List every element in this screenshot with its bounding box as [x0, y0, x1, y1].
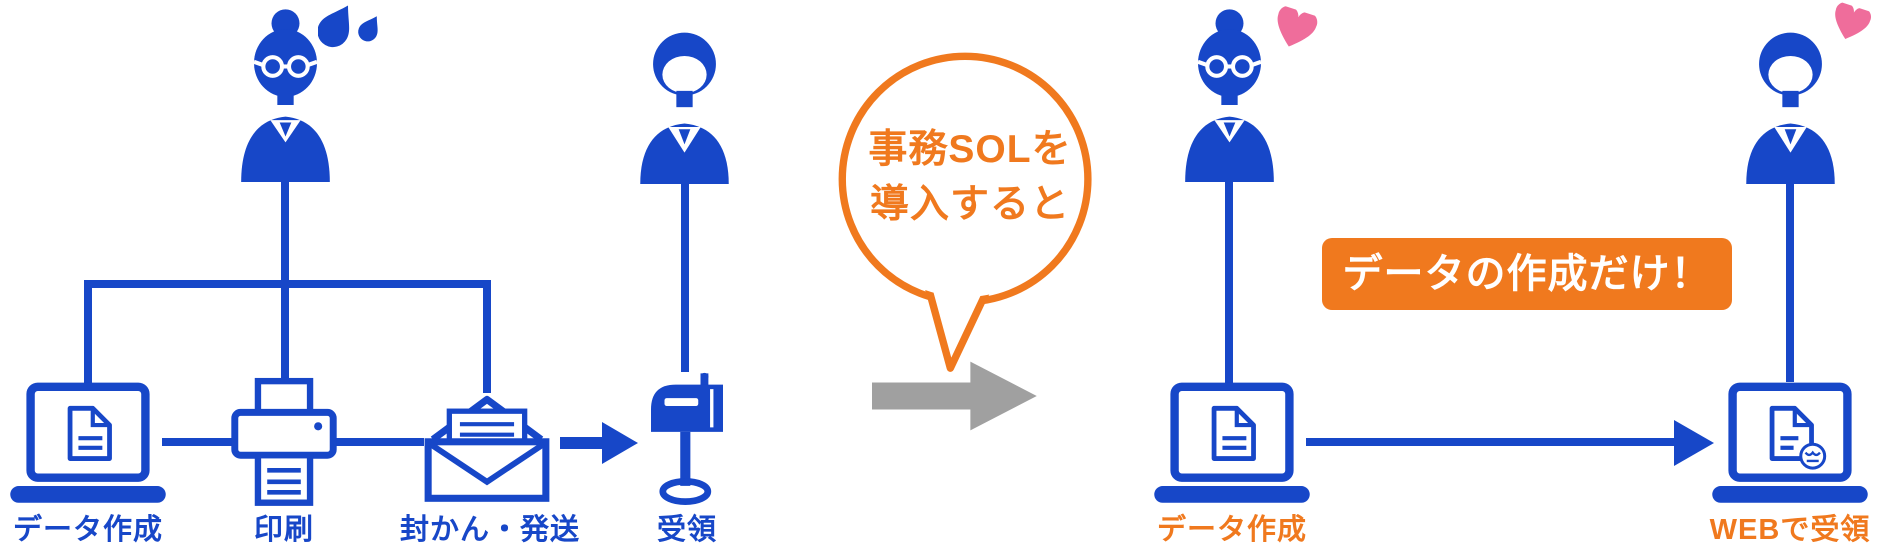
- speech-bubble-line1: 事務SOLを: [868, 128, 1072, 171]
- stressed-office-worker-icon: [227, 7, 344, 182]
- step-label-print: 印刷: [253, 514, 314, 545]
- happy-businessman-icon: [1732, 28, 1849, 184]
- step-label-seal-send: 封かん・発送: [399, 514, 580, 545]
- connector-printer-envelope: [336, 438, 424, 446]
- flow-arrow-icon: [560, 420, 638, 466]
- happy-office-worker-icon: [1171, 7, 1288, 182]
- envelope-icon: [421, 390, 553, 503]
- connector-branch-right: [483, 283, 491, 393]
- connector-after-worker-stem: [1225, 179, 1233, 384]
- heart-icon: [1825, 1, 1874, 49]
- laptop-document-icon: [1154, 382, 1310, 504]
- connector-branch-middle: [281, 283, 289, 383]
- connector-laptop-printer: [162, 438, 232, 446]
- printer-icon: [229, 377, 339, 508]
- after-step-label-data-create: データ作成: [1156, 514, 1307, 545]
- laptop-document-icon: [10, 382, 166, 504]
- after-step-label-web-receive: WEBで受領: [1709, 514, 1871, 545]
- laptop-web-receive-icon: [1712, 382, 1868, 504]
- sweat-drops-icon: [318, 0, 384, 70]
- speech-bubble: [830, 46, 1110, 376]
- businessman-icon: [626, 28, 743, 184]
- callout-banner: データの作成だけ！: [1322, 238, 1732, 310]
- speech-bubble-text: 事務SOLを 導入すると: [830, 122, 1110, 232]
- step-label-receive: 受領: [656, 514, 717, 545]
- connector-after-flow-shaft: [1306, 438, 1676, 446]
- gray-right-arrow-icon: [872, 360, 1038, 432]
- connector-worker-stem: [281, 179, 289, 283]
- connector-receiver-stem: [681, 180, 689, 372]
- speech-bubble-line2: 導入すると: [869, 183, 1070, 226]
- connector-branch-left: [84, 280, 92, 392]
- mailbox-icon: [642, 372, 732, 512]
- long-flow-arrowhead-icon: [1674, 420, 1714, 466]
- step-label-data-create: データ作成: [12, 514, 163, 545]
- connector-after-receiver-stem: [1786, 180, 1794, 382]
- heart-icon: [1267, 4, 1322, 57]
